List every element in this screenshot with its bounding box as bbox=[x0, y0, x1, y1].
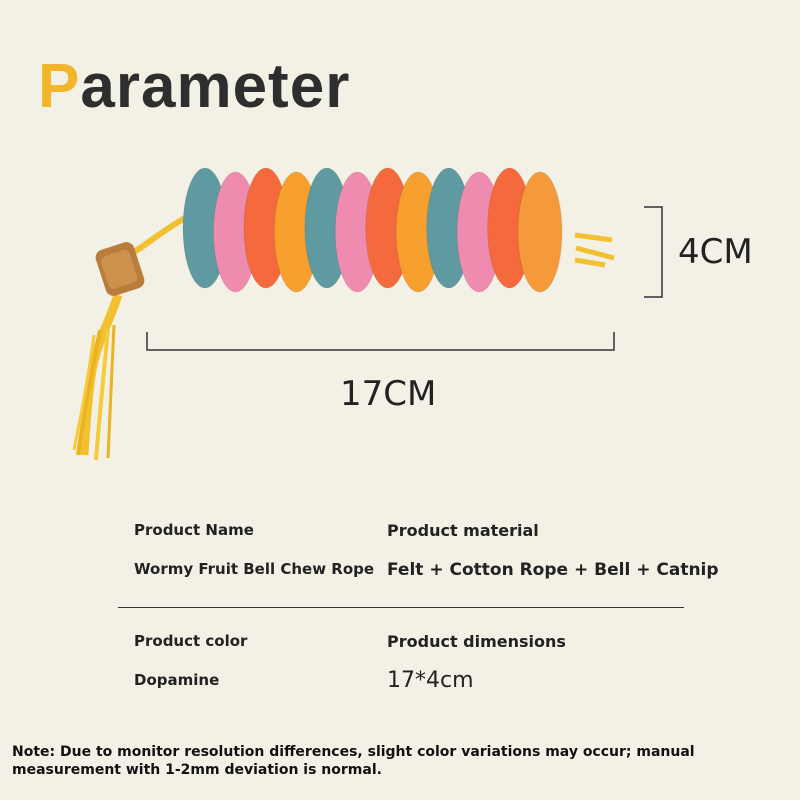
spec-divider bbox=[118, 607, 684, 608]
product-illustration bbox=[72, 167, 663, 461]
product-name-label: Product Name bbox=[134, 521, 254, 539]
footer-note: Note: Due to monitor resolution differen… bbox=[12, 744, 695, 778]
material-value: Felt + Cotton Rope + Bell + Catnip bbox=[387, 560, 719, 580]
title-rest: arameter bbox=[80, 52, 351, 121]
material-label: Product material bbox=[387, 521, 539, 540]
felt-discs bbox=[182, 167, 563, 293]
length-dimension-label: 17CM bbox=[340, 374, 437, 414]
color-value: Dopamine bbox=[134, 671, 220, 689]
felt-disc bbox=[517, 171, 563, 293]
title-first-letter: P bbox=[38, 52, 81, 121]
height-dimension-line bbox=[644, 206, 663, 298]
dimensions-value: 17*4cm bbox=[387, 668, 474, 693]
height-dimension-label: 4CM bbox=[678, 232, 753, 272]
product-name-value: Wormy Fruit Bell Chew Rope bbox=[134, 560, 375, 578]
page-title: Parameter bbox=[38, 56, 350, 118]
catnip-bead bbox=[95, 242, 145, 296]
dimensions-label: Product dimensions bbox=[387, 632, 566, 651]
color-label: Product color bbox=[134, 632, 248, 650]
length-dimension-line bbox=[146, 332, 615, 351]
